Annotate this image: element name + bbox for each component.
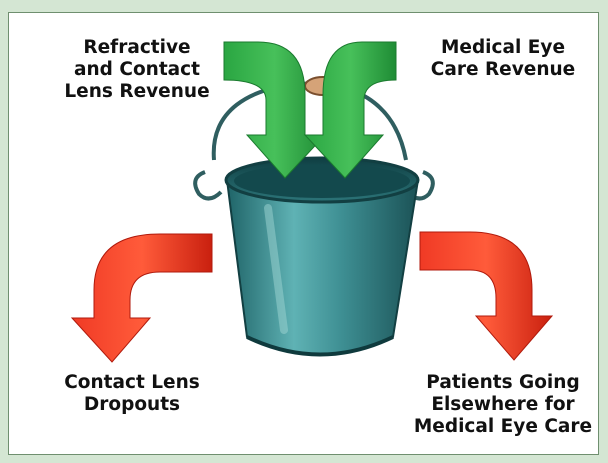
outflow-label-dropouts: Contact Lens Dropouts xyxy=(42,372,222,416)
bucket-icon xyxy=(195,77,433,355)
outflow-label-patients-elsewhere: Patients Going Elsewhere for Medical Eye… xyxy=(398,372,608,438)
inflow-label-refractive: Refractive and Contact Lens Revenue xyxy=(37,37,237,103)
red-arrow-icon xyxy=(72,234,212,362)
inflow-label-medical: Medical Eye Care Revenue xyxy=(398,37,608,81)
red-arrow-icon-2 xyxy=(420,232,552,360)
